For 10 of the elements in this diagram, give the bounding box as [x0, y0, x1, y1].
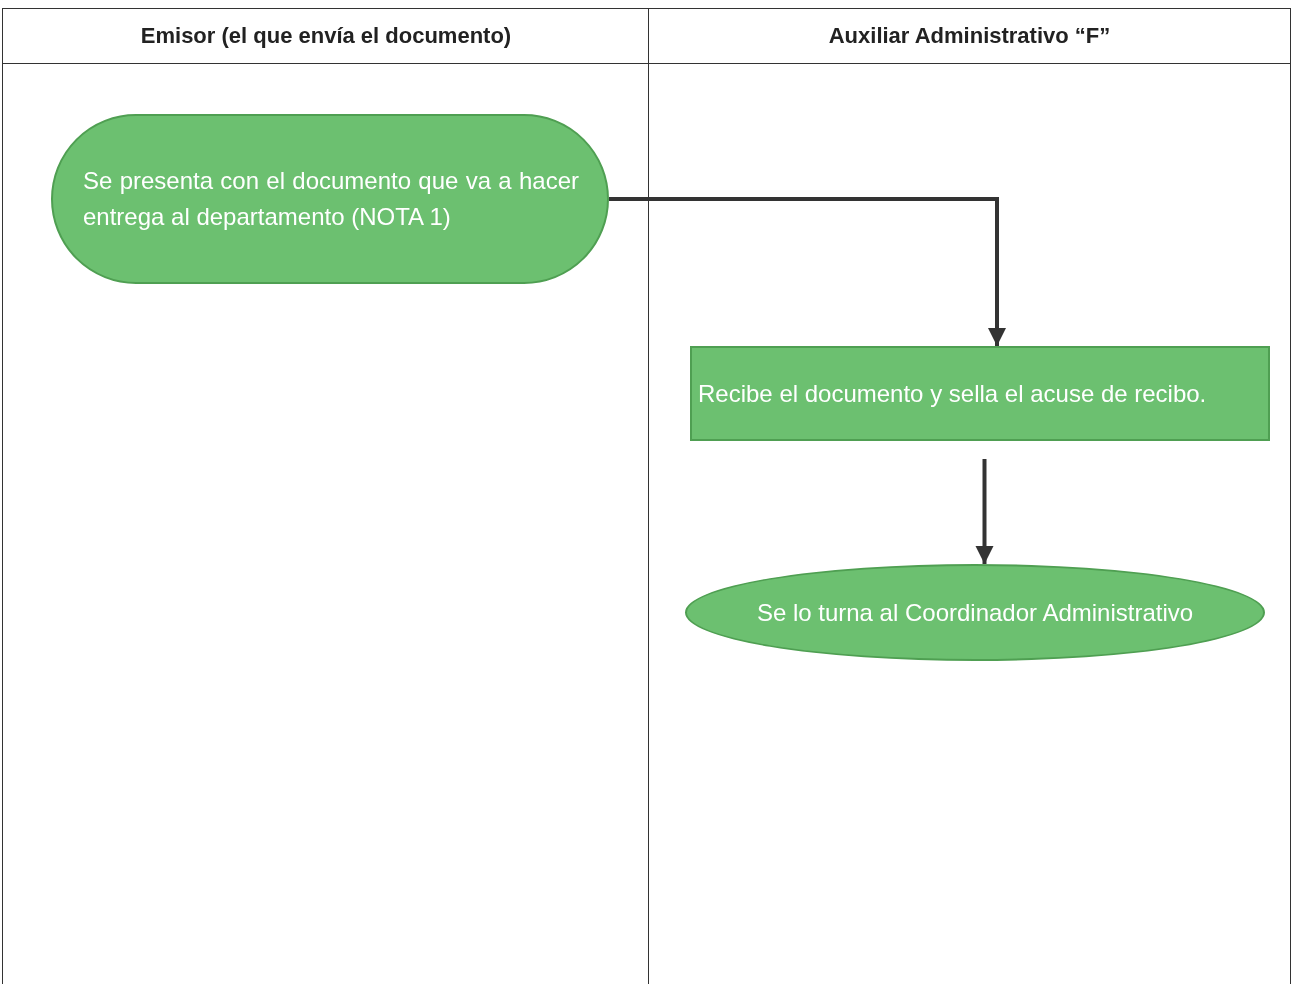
swimlane — [2, 8, 650, 984]
lane-heading: Auxiliar Administrativo “F” — [828, 23, 1111, 49]
swimlane — [648, 8, 1291, 984]
process-box — [690, 346, 1270, 441]
lane-heading: Emisor (el que envía el documento) — [140, 23, 512, 49]
step-text: Se presenta con el documento que va a hacer entrega al departamento (NOTA 1) — [83, 166, 579, 232]
arrow — [975, 459, 994, 564]
arrow — [609, 197, 1006, 346]
step-text: Se lo turna al Coordinador Administrativo — [755, 597, 1195, 628]
step-text: Recibe el documento y sella el acuse de recibo. — [698, 378, 1208, 409]
